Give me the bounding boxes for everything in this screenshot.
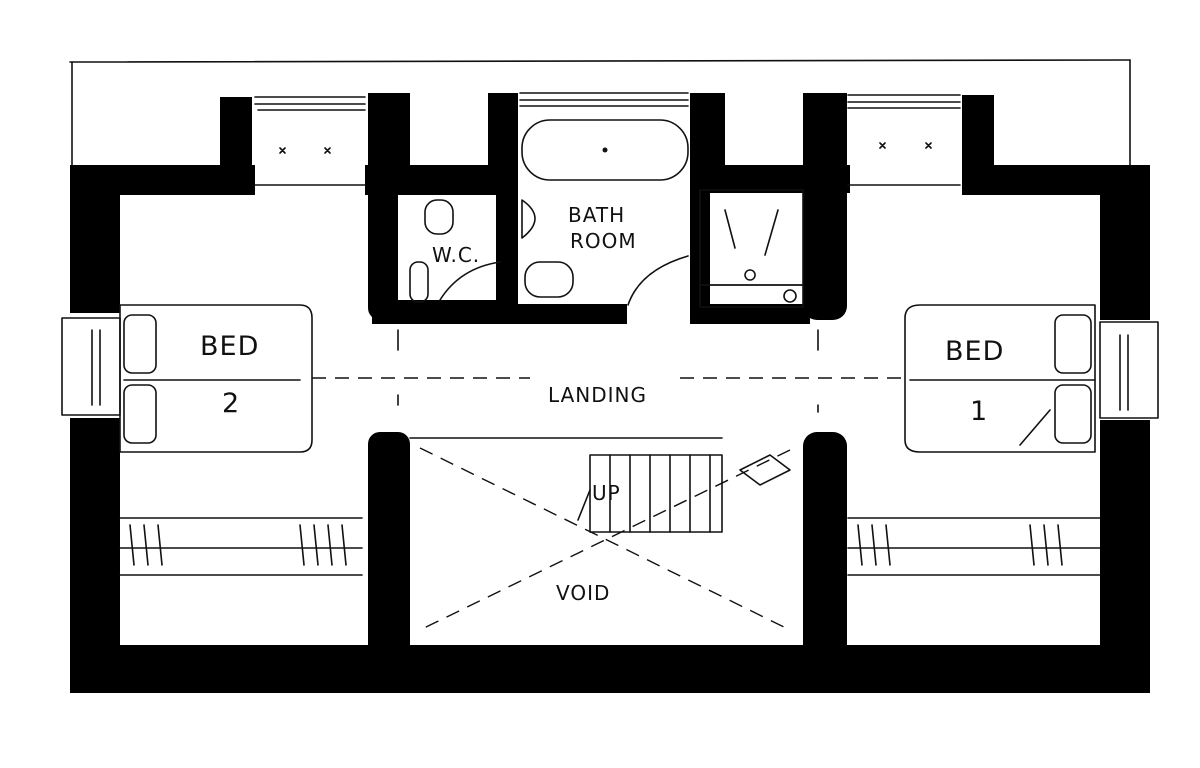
wc-label: W.C. xyxy=(432,243,480,267)
bed-2-label: BED xyxy=(200,331,259,362)
bath-label: BATH xyxy=(568,203,625,227)
bed-1-label: BED xyxy=(945,336,1004,367)
up-label: UP xyxy=(592,481,621,505)
dormer-windows xyxy=(254,92,961,186)
wardrobe-rails xyxy=(119,517,1101,576)
bed-1-number: 1 xyxy=(970,396,988,427)
void-label: VOID xyxy=(556,581,610,605)
bed-2-number: 2 xyxy=(222,388,240,419)
landing-centreline xyxy=(312,329,905,413)
landing-label: LANDING xyxy=(548,383,647,407)
stair-void xyxy=(409,437,791,631)
toilets-and-basin xyxy=(409,199,689,306)
room-label: ROOM xyxy=(570,229,637,253)
bed-2 xyxy=(119,304,313,453)
bed-1 xyxy=(904,304,1096,453)
roof-outline xyxy=(69,59,1131,166)
shower xyxy=(699,189,804,308)
bath-tub xyxy=(521,119,689,181)
walls xyxy=(70,93,1150,693)
